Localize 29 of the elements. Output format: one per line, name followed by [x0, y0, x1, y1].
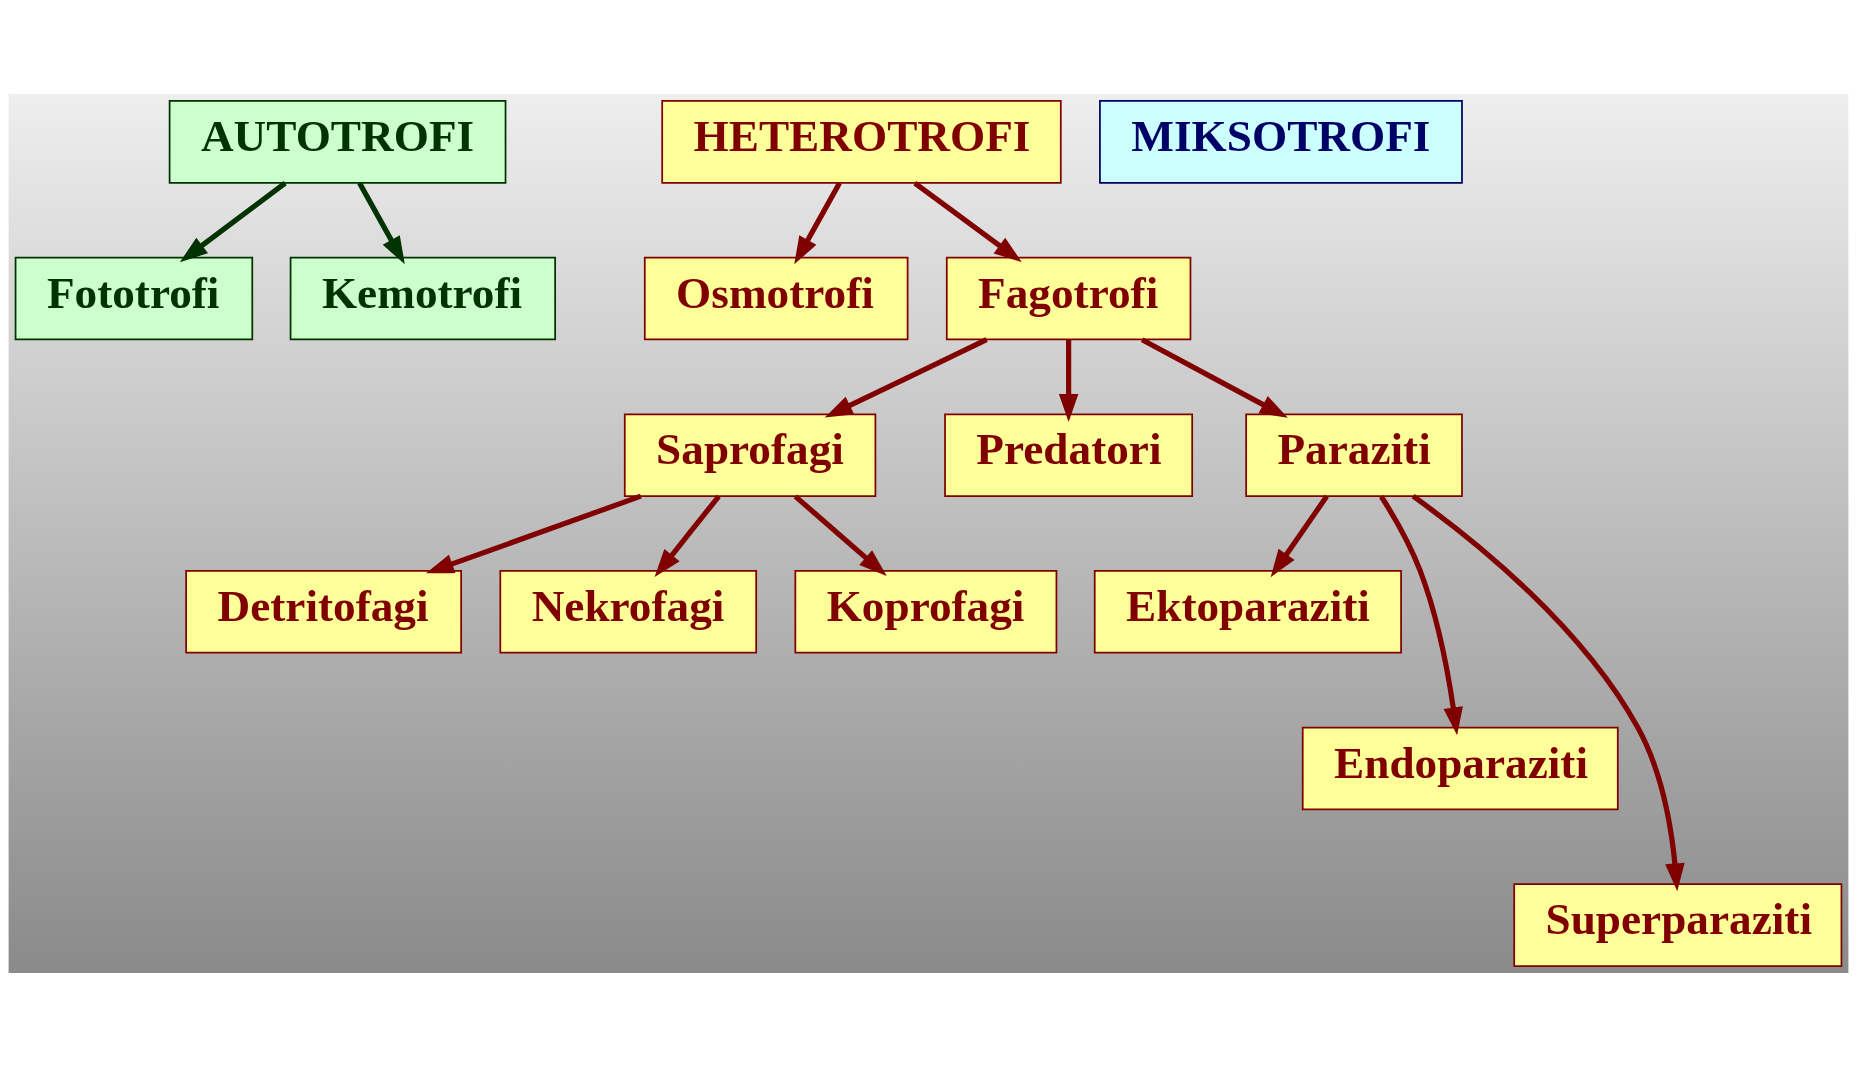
- arrow: [1270, 494, 1329, 578]
- arrow: [179, 180, 287, 263]
- node-box: Kemotrofi: [289, 256, 556, 341]
- arrow: [793, 494, 887, 576]
- arrow: [1058, 339, 1079, 422]
- node-box: Saprofagi: [623, 413, 877, 497]
- node-box: Fagotrofi: [945, 256, 1192, 341]
- arrow: [824, 337, 988, 418]
- node-box: Superparaziti: [1513, 883, 1843, 967]
- node-box: Predatori: [944, 413, 1194, 497]
- node-box: HETEROTROFI: [661, 100, 1062, 184]
- arrow: [913, 180, 1022, 263]
- node-box: AUTOTROFI: [168, 100, 507, 184]
- node-box: Paraziti: [1245, 413, 1463, 497]
- node-box: Endoparaziti: [1301, 726, 1619, 811]
- arrow: [654, 494, 721, 577]
- arrow: [1411, 494, 1685, 892]
- node-box: Nekrofagi: [499, 570, 758, 654]
- arrow: [794, 181, 842, 265]
- arrow: [1379, 495, 1463, 736]
- node-box: Detritofagi: [185, 570, 462, 654]
- node-box: Ektoparaziti: [1093, 570, 1402, 654]
- arrow: [1140, 337, 1288, 418]
- node-box: MIKSOTROFI: [1099, 100, 1463, 184]
- arrow: [425, 493, 642, 574]
- node-box: Fototrofi: [14, 256, 254, 341]
- node-box: Koprofagi: [794, 570, 1058, 654]
- arrow: [357, 181, 405, 265]
- node-box: Osmotrofi: [643, 256, 909, 341]
